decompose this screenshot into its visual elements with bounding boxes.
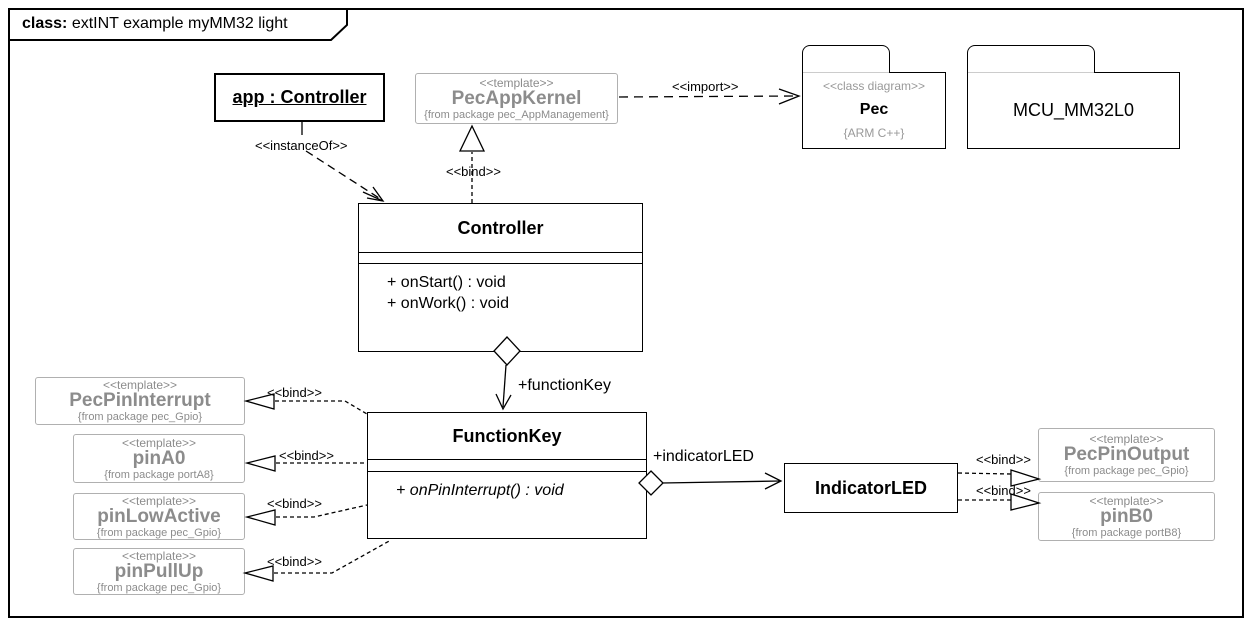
package-pec-name: Pec — [859, 100, 889, 118]
import-label: <<import>> — [672, 79, 739, 94]
template-pec-pin-output-origin: {from package pec_Gpio} — [1064, 465, 1189, 477]
bind-label-pecpinoutput: <<bind>> — [976, 452, 1031, 467]
template-pec-pin-output-stereotype: <<template>> — [1089, 432, 1164, 446]
template-pin-pull-up: <<template>> pinPullUp {from package pec… — [73, 548, 245, 595]
class-function-key-operations: + onPinInterrupt() : void — [368, 472, 646, 501]
template-pin-b0-name: pinB0 — [1100, 505, 1153, 527]
object-app-controller-name: app : Controller — [232, 87, 367, 107]
package-pec-tab — [802, 45, 890, 73]
bind-label-pinpullup: <<bind>> — [267, 554, 322, 569]
class-controller: Controller + onStart() : void + onWork()… — [358, 203, 643, 352]
package-pec: <<class diagram>> Pec {ARM C++} — [802, 72, 946, 149]
class-controller-attributes — [359, 253, 642, 264]
class-indicator-led: IndicatorLED — [784, 463, 958, 513]
bind-label-pinlowactive: <<bind>> — [267, 496, 322, 511]
diagram-frame — [8, 8, 1244, 618]
template-pec-pin-output: <<template>> PecPinOutput {from package … — [1038, 428, 1215, 482]
template-pec-app-kernel: <<template>> PecAppKernel {from package … — [415, 73, 618, 124]
template-pin-pull-up-name: pinPullUp — [114, 560, 204, 582]
diagram-title-keyword: class: — [22, 15, 68, 32]
package-pec-tag: {ARM C++} — [843, 126, 905, 140]
instanceof-label: <<instanceOf>> — [255, 138, 348, 153]
template-pec-app-kernel-origin: {from package pec_AppManagement} — [424, 108, 609, 121]
class-controller-name: Controller — [359, 204, 642, 253]
template-pec-pin-interrupt-stereotype: <<template>> — [102, 378, 178, 392]
template-pin-low-active-origin: {from package pec_Gpio} — [96, 526, 222, 539]
template-pec-app-kernel-name: PecAppKernel — [451, 87, 582, 109]
bind-label-pecpininterrupt: <<bind>> — [267, 385, 322, 400]
package-pec-stereotype: <<class diagram>> — [822, 79, 926, 93]
class-function-key: FunctionKey + onPinInterrupt() : void — [367, 412, 647, 539]
template-pec-pin-interrupt-name: PecPinInterrupt — [69, 390, 211, 411]
package-mcu-name: MCU_MM32L0 — [1012, 100, 1135, 120]
template-pin-low-active-stereotype: <<template>> — [121, 493, 197, 508]
class-function-key-attributes — [368, 460, 646, 472]
object-app-controller: app : Controller — [214, 73, 385, 122]
template-pec-pin-output-name: PecPinOutput — [1063, 444, 1190, 465]
template-pec-pin-interrupt: <<template>> PecPinInterrupt {from packa… — [35, 377, 245, 425]
bind-label-pina0: <<bind>> — [279, 448, 334, 463]
bind-label-top: <<bind>> — [446, 164, 501, 179]
package-mcu: MCU_MM32L0 — [967, 72, 1180, 149]
template-pin-low-active-name: pinLowActive — [97, 505, 221, 527]
template-pin-a0: <<template>> pinA0 {from package portA8} — [73, 434, 245, 483]
template-pin-low-active: <<template>> pinLowActive {from package … — [73, 493, 245, 540]
template-pec-app-kernel-stereotype: <<template>> — [479, 75, 554, 90]
template-pec-pin-interrupt-origin: {from package pec_Gpio} — [77, 411, 203, 423]
template-pin-a0-name: pinA0 — [132, 447, 186, 469]
class-function-key-name: FunctionKey — [368, 413, 646, 460]
operation: + onWork() : void — [387, 295, 509, 312]
diagram-title-text: extINT example myMM32 light — [71, 15, 288, 32]
template-pin-b0-origin: {from package portB8} — [1071, 526, 1182, 539]
class-indicator-led-name: IndicatorLED — [814, 477, 927, 498]
class-controller-operations: + onStart() : void + onWork() : void — [359, 264, 642, 314]
template-pin-b0-stereotype: <<template>> — [1089, 493, 1164, 508]
template-pin-pull-up-origin: {from package pec_Gpio} — [96, 581, 222, 594]
template-pin-pull-up-stereotype: <<template>> — [121, 548, 197, 563]
operation: + onPinInterrupt() : void — [396, 482, 564, 499]
functionkey-role-label: +functionKey — [518, 377, 611, 394]
package-mcu-tab — [967, 45, 1095, 73]
indicatorled-role-label: +indicatorLED — [653, 448, 754, 465]
diagram-title: class: extINT example myMM32 light — [22, 15, 288, 33]
template-pin-a0-stereotype: <<template>> — [121, 435, 197, 450]
template-pin-b0: <<template>> pinB0 {from package portB8} — [1038, 492, 1215, 541]
operation: + onStart() : void — [387, 274, 506, 291]
template-pin-a0-origin: {from package portA8} — [104, 468, 214, 481]
bind-label-pinb0: <<bind>> — [976, 483, 1031, 498]
